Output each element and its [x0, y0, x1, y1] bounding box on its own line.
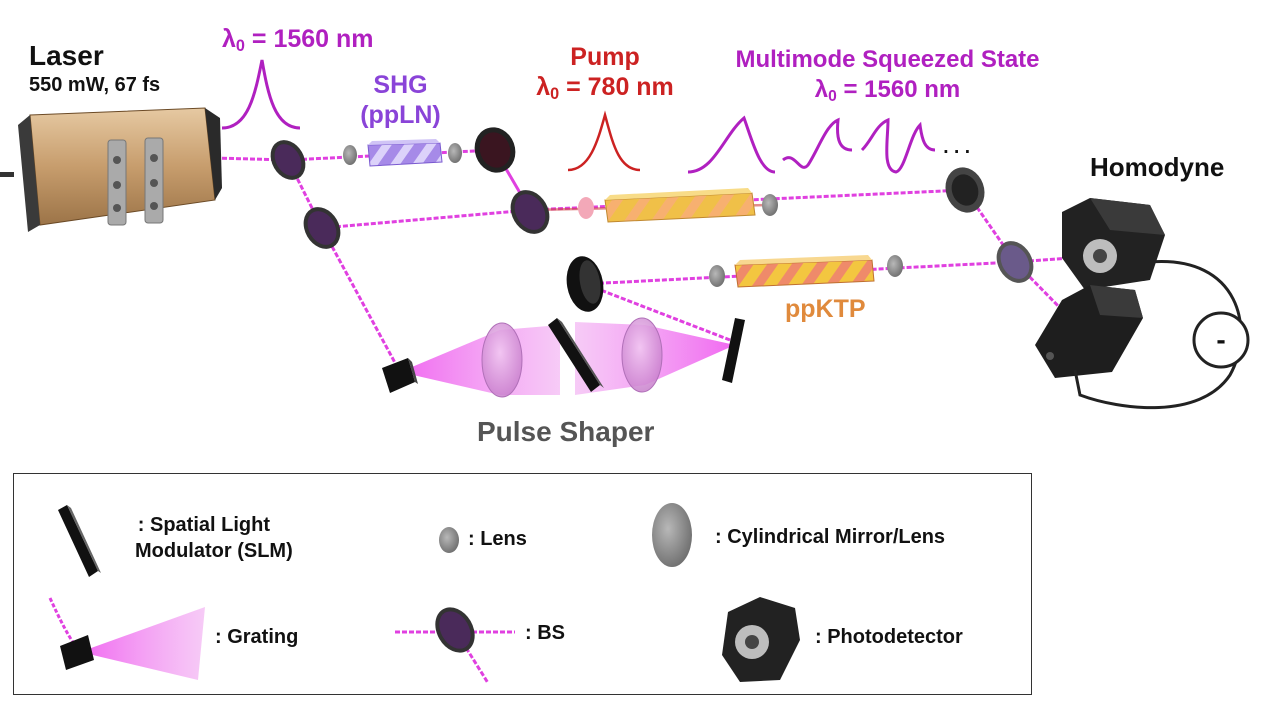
legend-box: [13, 473, 1032, 695]
legend-bs-icon: [395, 607, 515, 684]
beam-splitter-1: [270, 140, 306, 180]
laser-title: Laser: [29, 40, 104, 71]
input-wavelength-value: = 1560 nm: [244, 25, 374, 53]
beam-lo-line: [321, 208, 531, 230]
legend-lens-label: : Lens: [468, 528, 527, 550]
shg-label-line1: SHG: [373, 71, 428, 99]
squeezed-mode-2-curve: [782, 117, 853, 169]
beam-slm-back: [584, 282, 731, 342]
photodetector-1: [1062, 198, 1165, 290]
legend-grating-label: : Grating: [215, 626, 299, 648]
legend-photodetector-label: : Photodetector: [815, 626, 963, 648]
beam-splitter-2: [303, 207, 341, 249]
legend-slm-icon: [58, 505, 101, 577]
input-wavelength-sub: 0: [235, 37, 245, 56]
photodetector-2: [1035, 285, 1143, 378]
ppktp-crystal: [734, 255, 875, 288]
shg-label: SHG (ppLN): [348, 70, 453, 130]
ktp-mirror: [566, 256, 604, 312]
squeezed-title: Multimode Squeezed State: [735, 46, 1040, 73]
squeezed-wavelength-prefix: λ: [814, 76, 829, 103]
input-wavelength: λ0 = 1560 nm: [222, 25, 374, 56]
legend-slm-line1: : Spatial Light: [137, 514, 270, 536]
pump-wavelength-prefix: λ: [536, 73, 551, 101]
legend-grating-icon: [48, 597, 205, 680]
pump-lens: [578, 197, 594, 219]
input-wavelength-prefix: λ: [222, 25, 236, 53]
ktp-input-lens: [709, 265, 725, 287]
legend-cylindrical-label: : Cylindrical Mirror/Lens: [715, 526, 946, 548]
ppktp-label: ppKTP: [785, 295, 866, 323]
pump-wavelength-value: = 780 nm: [559, 73, 674, 101]
squeezed-wavelength-value: = 1560 nm: [836, 76, 961, 103]
shaper-fan-left: [400, 325, 560, 395]
legend-slm-line2: Modulator (SLM): [135, 540, 293, 562]
shaper-cyl-lens-1: [481, 322, 523, 398]
squeezed-wavelength: λ0 = 1560 nm: [715, 75, 1060, 112]
shaper-cyl-lens-2: [621, 317, 663, 393]
squeezed-wavelength-sub: 0: [828, 87, 837, 105]
shaper-grating: [382, 358, 418, 393]
shg-output-lens: [448, 143, 462, 163]
subtractor-symbol: -: [1216, 324, 1225, 355]
ktp-output-lens: [887, 255, 903, 277]
legend-photodetector-icon: [722, 597, 800, 682]
shaper-return-mirror: [722, 318, 745, 383]
legend-bs-label: : BS: [525, 622, 565, 644]
beam-ktp-line: [584, 260, 1016, 286]
homodyne-beam-splitter: [996, 241, 1034, 283]
input-pulse-curve: [221, 59, 301, 130]
shg-mirror: [474, 127, 516, 173]
fold-mirror: [945, 167, 985, 213]
pump-title: Pump: [570, 43, 640, 71]
laser-body: [0, 107, 222, 232]
shg-input-lens: [343, 145, 357, 165]
pump-label: Pump λ0 = 780 nm: [520, 42, 690, 109]
legend-slm-label: : Spatial Light Modulator (SLM): [115, 512, 293, 564]
pulse-shaper-label: Pulse Shaper: [477, 416, 655, 447]
shaper-slm: [548, 318, 604, 392]
squeezed-mode-3-curve: [860, 117, 936, 174]
shg-label-line2: (ppLN): [360, 101, 441, 129]
pump-wavelength-sub: 0: [550, 85, 560, 104]
homodyne-label: Homodyne: [1090, 152, 1225, 182]
beam-to-shaper: [320, 227, 402, 373]
subtractor-circle: [1192, 311, 1250, 369]
squeezed-ellipsis: ...: [942, 128, 975, 159]
dichroic-beam-splitter: [510, 190, 550, 234]
legend-cylindrical-icon: [652, 503, 692, 567]
pump-wavelength: λ0 = 780 nm: [520, 72, 690, 109]
squeezed-mode-1-curve: [687, 115, 776, 174]
opa-crystal: [604, 188, 756, 223]
laser-specs: 550 mW, 67 fs: [29, 74, 161, 96]
pump-pulse-curve: [567, 110, 641, 172]
homodyne-cable: [1073, 260, 1243, 410]
legend-lens-icon: [439, 527, 459, 553]
squeezed-label: Multimode Squeezed State λ0 = 1560 nm: [715, 45, 1060, 112]
shg-crystal-ppln: [367, 139, 443, 167]
opa-output-lens: [762, 194, 778, 216]
